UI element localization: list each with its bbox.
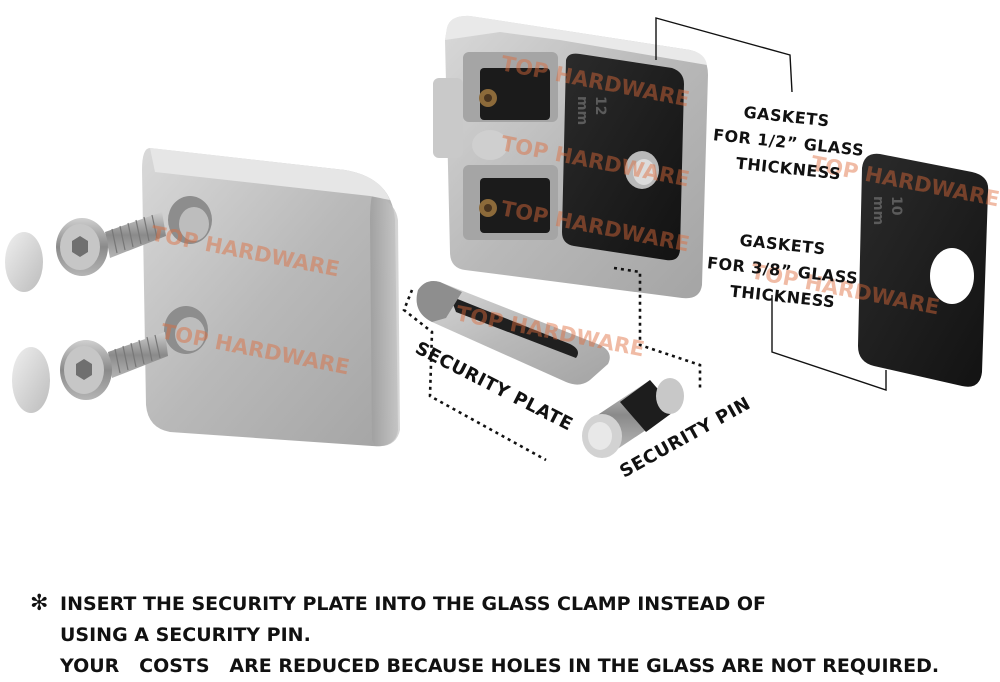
note-line-1: ✻ INSERT THE SECURITY PLATE INTO THE GLAS…: [30, 588, 995, 620]
gasket-10mm-leader: [771, 295, 887, 391]
front-cover-plate: [142, 148, 400, 447]
screw-bottom: [60, 332, 168, 400]
security-pin: [582, 378, 684, 458]
gasket-10mm-mark: 10: [888, 196, 904, 216]
security-pin-callout: [613, 266, 702, 388]
gasket-12mm-leader: [655, 17, 793, 93]
gasket-12mm: 12 mm: [562, 53, 684, 261]
gasket-12mm-unit: mm: [574, 96, 590, 125]
security-plate: [416, 281, 610, 385]
exploded-clamp-diagram: 12 mm 10 mm TOP HARDWAR: [5, 15, 1000, 482]
cover-cap-bottom: [12, 347, 50, 413]
svg-text:GASKETS: GASKETS: [743, 103, 831, 131]
cover-cap-top: [5, 232, 43, 292]
installation-notes: ✻ INSERT THE SECURITY PLATE INTO THE GLAS…: [30, 588, 995, 682]
svg-text:FOR 1/2” GLASS: FOR 1/2” GLASS: [712, 125, 865, 160]
gasket-10mm: 10 mm: [858, 153, 989, 387]
note-text-1: INSERT THE SECURITY PLATE INTO THE GLASS…: [60, 593, 767, 615]
gasket-12mm-mark: 12: [592, 96, 608, 115]
security-plate-callout: [402, 289, 547, 462]
svg-text:GASKETS: GASKETS: [739, 231, 827, 259]
note-line-2: USING A SECURITY PIN.: [60, 624, 311, 646]
connector-lines: [402, 17, 887, 462]
screw-top: [56, 212, 166, 276]
gasket-10mm-unit: mm: [870, 196, 886, 225]
asterisk-icon: ✻: [30, 591, 49, 616]
note-line-3: YOUR COSTS ARE REDUCED BECAUSE HOLES IN …: [60, 655, 940, 677]
